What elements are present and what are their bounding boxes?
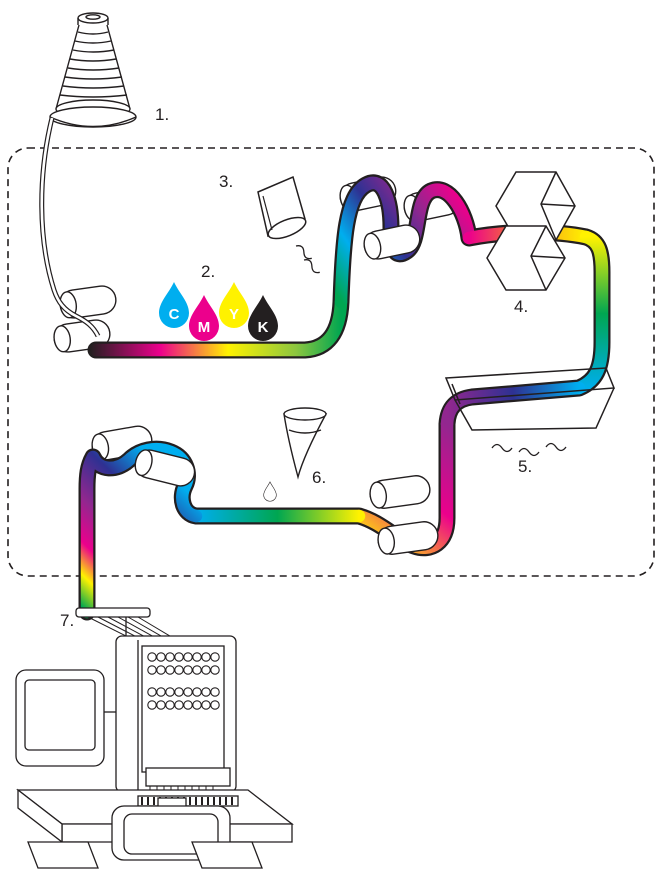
dropper: [263, 407, 328, 502]
thread-spool: [49, 12, 137, 128]
heat-waves-icon: [491, 442, 567, 457]
ink-drop-cyan: C: [159, 282, 189, 328]
ink-drop-yellow: Y: [219, 282, 249, 328]
label-7: 7.: [60, 611, 74, 630]
ink-drop-magenta: M: [189, 295, 219, 341]
spray-nozzle: [257, 175, 320, 274]
ink-letter-c: C: [169, 306, 180, 323]
guide-threads: [87, 616, 191, 649]
spray-waves-icon: [295, 245, 320, 274]
label-5: 5.: [518, 457, 532, 476]
label-3: 3.: [219, 172, 233, 191]
drying-tray: [444, 367, 616, 431]
ink-letter-m: M: [198, 319, 211, 336]
ink-letter-k: K: [258, 319, 269, 336]
ink-letter-y: Y: [229, 306, 239, 323]
ink-drop-black: K: [248, 295, 278, 341]
fixing-hexagons: [486, 171, 576, 291]
top-roller-b: [363, 224, 421, 260]
rollers-over: [134, 224, 439, 555]
left-roller-b: [134, 449, 196, 487]
machine-foot-right: [191, 841, 263, 869]
entry-roller-top: [59, 285, 117, 319]
control-screen: [24, 679, 96, 751]
white-thread: [39, 117, 101, 338]
bottom-roller-a: [369, 475, 431, 509]
label-2: 2.: [201, 262, 215, 281]
machine-foot-left: [27, 841, 99, 869]
coloring-unit-boundary: [7, 147, 655, 577]
label-4: 4.: [514, 297, 528, 316]
label-1: 1.: [155, 105, 169, 124]
thread-guide-bar: [75, 607, 151, 618]
needle-case: [145, 767, 231, 787]
embroidery-machine: [15, 607, 294, 869]
bottom-roller-b: [377, 521, 439, 555]
finish-drop-icon: [263, 481, 277, 502]
label-6: 6.: [312, 468, 326, 487]
ink-drops: C M Y K: [159, 282, 278, 341]
